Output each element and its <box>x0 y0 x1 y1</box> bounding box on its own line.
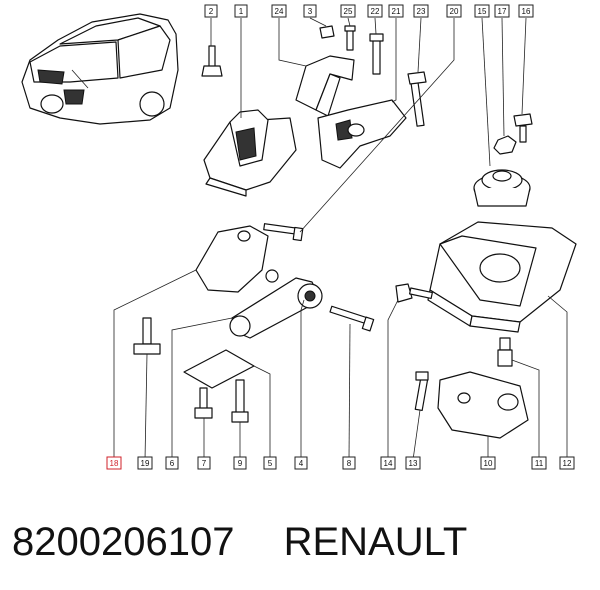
callout-23: 23 <box>413 4 429 18</box>
svg-text:23: 23 <box>417 7 426 16</box>
svg-text:15: 15 <box>478 7 487 16</box>
callout-15: 15 <box>474 4 490 18</box>
part-24-bracket <box>295 55 355 117</box>
callout-11: 11 <box>531 456 547 470</box>
part-11-stud <box>497 337 513 367</box>
callout-17: 17 <box>494 4 510 18</box>
part-10-lower-bracket <box>437 371 529 439</box>
svg-text:5: 5 <box>268 459 273 468</box>
part-21-mount <box>317 99 407 169</box>
part-20-bracket-assembly <box>427 221 577 333</box>
callout-22: 22 <box>367 4 383 18</box>
part-15-isolator <box>473 169 531 207</box>
part-19-bolt <box>133 317 161 355</box>
svg-text:16: 16 <box>522 7 531 16</box>
car-thumbnail <box>21 13 179 125</box>
svg-text:17: 17 <box>498 7 507 16</box>
svg-text:18: 18 <box>110 459 119 468</box>
part-1-engine-mount <box>203 109 297 197</box>
part-number: 8200206107 <box>12 520 235 564</box>
part-caption: 8200206107 RENAULT <box>12 512 592 572</box>
part-9-bolt <box>231 379 249 423</box>
svg-text:25: 25 <box>344 7 353 16</box>
part-3-nut <box>319 25 335 39</box>
svg-text:21: 21 <box>392 7 401 16</box>
svg-text:7: 7 <box>202 459 207 468</box>
svg-text:13: 13 <box>409 459 418 468</box>
svg-text:19: 19 <box>141 459 150 468</box>
svg-text:14: 14 <box>384 459 393 468</box>
svg-text:24: 24 <box>275 7 284 16</box>
callout-18-highlighted: 18 <box>106 456 122 470</box>
part-25-bolt <box>344 25 356 51</box>
callout-20: 20 <box>446 4 462 18</box>
callout-10: 10 <box>480 456 496 470</box>
callout-3: 3 <box>303 4 317 18</box>
svg-text:6: 6 <box>170 459 175 468</box>
svg-text:8: 8 <box>347 459 352 468</box>
callout-9: 9 <box>233 456 247 470</box>
svg-text:12: 12 <box>563 459 572 468</box>
svg-text:4: 4 <box>299 459 304 468</box>
callout-24: 24 <box>271 4 287 18</box>
callout-25: 25 <box>340 4 356 18</box>
callout-7: 7 <box>197 456 211 470</box>
svg-text:3: 3 <box>308 7 313 16</box>
part-13-bolt <box>414 371 429 412</box>
svg-text:2: 2 <box>209 7 214 16</box>
part-7-bolt <box>194 387 213 419</box>
part-22-bolt <box>369 33 384 75</box>
part-14-bolt <box>395 283 433 303</box>
exploded-parts-diagram: 2 1 24 3 25 22 21 23 20 15 17 16 18 19 6… <box>21 4 577 470</box>
callout-16: 16 <box>518 4 534 18</box>
callout-12: 12 <box>559 456 575 470</box>
callout-14: 14 <box>380 456 396 470</box>
part-18-bracket <box>195 225 279 293</box>
svg-text:9: 9 <box>238 459 243 468</box>
svg-text:11: 11 <box>535 459 544 468</box>
svg-text:20: 20 <box>450 7 459 16</box>
brand-name: RENAULT <box>283 520 468 564</box>
part-23-long-bolt <box>407 71 427 127</box>
callout-4: 4 <box>294 456 308 470</box>
part-17-nut <box>493 135 517 155</box>
leader-lines <box>113 17 568 461</box>
callout-19: 19 <box>137 456 153 470</box>
callout-8: 8 <box>342 456 356 470</box>
callout-6: 6 <box>165 456 179 470</box>
callout-5: 5 <box>263 456 277 470</box>
svg-text:22: 22 <box>371 7 380 16</box>
callout-2: 2 <box>204 4 218 18</box>
svg-text:1: 1 <box>239 7 244 16</box>
part-16-bolt <box>513 113 533 143</box>
callout-13: 13 <box>405 456 421 470</box>
part-4-torque-rod <box>229 277 323 339</box>
part-8-bolt <box>329 305 375 332</box>
callout-1: 1 <box>234 4 248 18</box>
part-2-bolt <box>201 45 223 77</box>
part-20-bolt <box>263 223 304 242</box>
callout-21: 21 <box>388 4 404 18</box>
svg-text:10: 10 <box>484 459 493 468</box>
